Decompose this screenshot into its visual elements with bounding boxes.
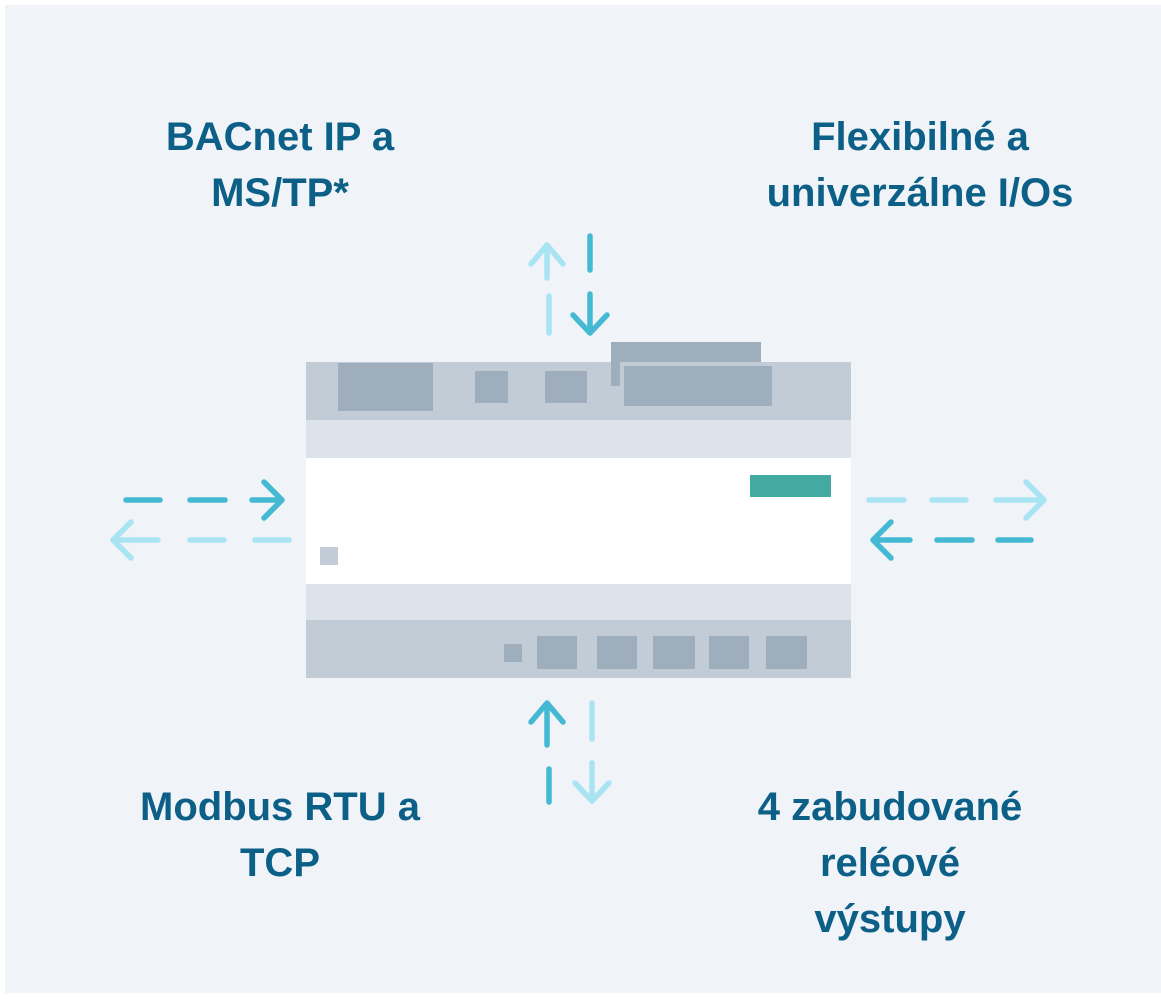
io-module-front xyxy=(620,362,776,410)
top-down-arrow-icon xyxy=(570,291,610,336)
label-flexible-io-line-1: Flexibilné a xyxy=(811,115,1029,159)
bottom-arrows xyxy=(528,700,612,805)
left-arrows xyxy=(110,479,292,561)
right-right-arrow-icon xyxy=(993,479,1047,521)
top-port-2 xyxy=(545,371,587,403)
top-terminal-block xyxy=(338,363,433,411)
left-left-arrow-icon xyxy=(110,519,161,561)
top-up-arrow-icon xyxy=(528,242,566,281)
relay-terminal-3 xyxy=(653,636,695,669)
device-bottom-rail xyxy=(306,620,851,678)
label-relay-outputs-line-3: výstupy xyxy=(814,897,966,941)
relay-terminal-4 xyxy=(709,636,749,669)
device-top-band xyxy=(306,420,851,458)
left-right-arrow-icon xyxy=(249,479,285,521)
label-modbus: Modbus RTU a TCP xyxy=(80,779,480,891)
relay-terminal-5 xyxy=(766,636,807,669)
label-flexible-io-line-2: univerzálne I/Os xyxy=(766,171,1074,215)
top-port-1 xyxy=(475,371,508,403)
label-relay-outputs-line-2: reléové xyxy=(819,841,961,885)
right-left-arrow-icon xyxy=(870,519,913,561)
relay-terminal-1 xyxy=(537,636,577,669)
label-relay-outputs: 4 zabudované reléové výstupy xyxy=(690,779,1090,947)
bottom-up-arrow-icon xyxy=(528,700,566,748)
label-bacnet: BACnet IP a MS/TP* xyxy=(100,109,460,221)
status-led xyxy=(750,475,831,497)
relay-terminal-2 xyxy=(597,636,637,669)
label-relay-outputs-line-1: 4 zabudované xyxy=(757,785,1023,829)
bottom-down-arrow-icon xyxy=(572,760,612,804)
label-modbus-line-1: Modbus RTU a xyxy=(140,785,420,829)
right-arrows xyxy=(866,479,1047,561)
label-bacnet-line-1: BACnet IP a xyxy=(165,115,395,159)
top-arrows xyxy=(528,233,610,336)
indicator-square xyxy=(320,547,338,565)
controller-device xyxy=(306,342,851,678)
label-flexible-io: Flexibilné a univerzálne I/Os xyxy=(690,109,1150,221)
bottom-small-port xyxy=(504,644,522,662)
label-bacnet-line-2: MS/TP* xyxy=(211,171,349,215)
label-modbus-line-2: TCP xyxy=(240,841,320,885)
device-bottom-band xyxy=(306,584,851,620)
